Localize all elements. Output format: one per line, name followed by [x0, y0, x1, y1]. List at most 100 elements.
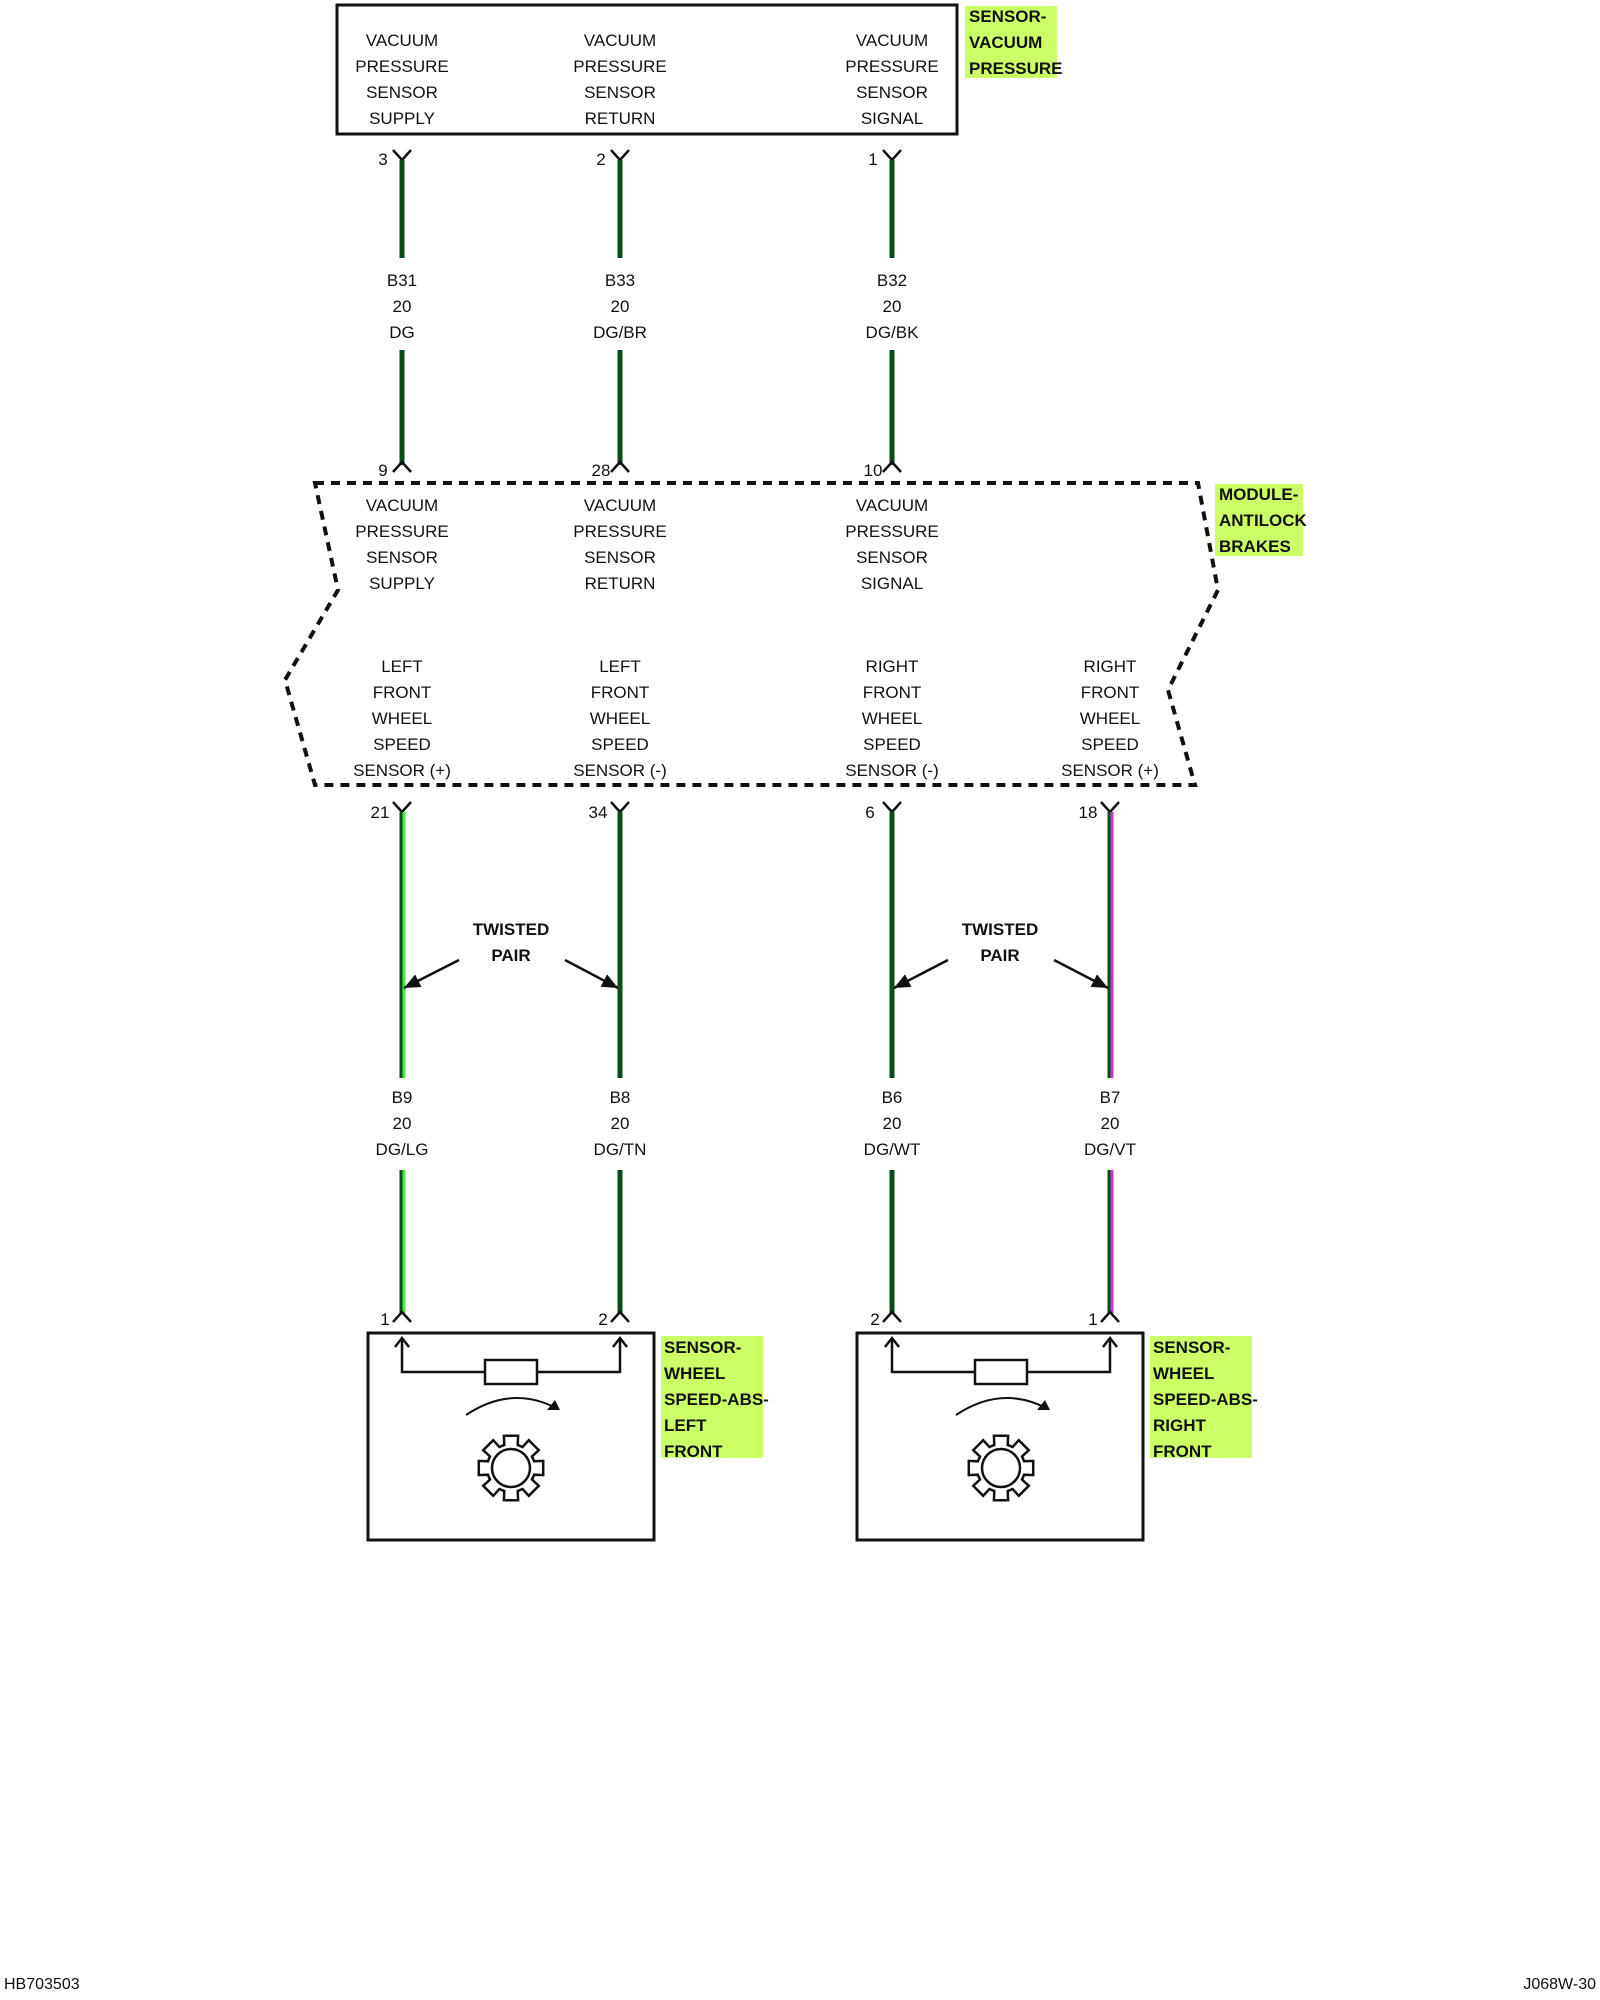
abs-module-connector-symbol: [610, 801, 630, 814]
vacuum-sensor-pin-function-label: SENSOR: [584, 83, 656, 102]
abs-module-name-label: ANTILOCK: [1219, 511, 1308, 530]
abs-module-pin-function-label: WHEEL: [590, 709, 650, 728]
abs-module-name-label: MODULE-: [1219, 485, 1298, 504]
gear-hub-icon: [980, 1447, 1022, 1489]
wheel-sensor-name-label: WHEEL: [1153, 1364, 1214, 1383]
wheel-sensor-pin-number: 2: [598, 1310, 607, 1329]
abs-module-pin-function-label: FRONT: [863, 683, 922, 702]
abs-module-pin-function-label: SENSOR: [584, 548, 656, 567]
vacuum-circuit-wire-label: B31: [387, 271, 417, 290]
vacuum-sensor-pin-number: 1: [868, 150, 877, 169]
abs-module-pin-function-label: RETURN: [585, 574, 656, 593]
vacuum-circuit-wire-label: DG/BR: [593, 323, 647, 342]
wheel-speed-circuit-wire-label: DG/VT: [1084, 1140, 1136, 1159]
abs-module-pin-number: 28: [592, 461, 611, 480]
abs-module-pin-function-label: SENSOR (-): [845, 761, 939, 780]
abs-module-pin-function-label: PRESSURE: [573, 522, 667, 541]
wheel-sensor-terminal-arrow: [394, 1335, 628, 1348]
wheel-speed-circuit-wire-label: 20: [883, 1114, 902, 1133]
wheel-sensor-name-label: SPEED-ABS-: [664, 1390, 769, 1409]
vacuum-sensor-pin-function-label: RETURN: [585, 109, 656, 128]
abs-module-pin-function-label: SPEED: [591, 735, 649, 754]
twisted-pair-arrowhead: [600, 974, 618, 988]
wheel-sensor-name-label: RIGHT: [1153, 1416, 1207, 1435]
wheel-sensor-name-label: FRONT: [664, 1442, 723, 1461]
wheel-sensor-label-bg: [1150, 1336, 1252, 1458]
resistor-symbol: [973, 1358, 1029, 1386]
resistor-symbol: [483, 1358, 539, 1386]
abs-module-pin-function-label: SUPPLY: [369, 574, 435, 593]
abs-module-pin-number: 21: [371, 803, 390, 822]
vacuum-sensor-pin-number: 3: [378, 150, 387, 169]
abs-module-pin-function-label: LEFT: [599, 657, 641, 676]
abs-module-pin-function-label: SPEED: [1081, 735, 1139, 754]
vacuum-sensor-pin-function-label: VACUUM: [856, 31, 928, 50]
wheel-speed-circuit-wire-label: B6: [882, 1088, 903, 1107]
abs-module-pin-function-label: SENSOR (+): [353, 761, 451, 780]
wheel-speed-circuit-wire-label: B9: [392, 1088, 413, 1107]
abs-module-pin-function-label: RIGHT: [866, 657, 919, 676]
vacuum-sensor-pin-function-label: VACUUM: [366, 31, 438, 50]
abs-module-pin-function-label: VACUUM: [584, 496, 656, 515]
wheel-sensor-connector-symbol: [610, 1310, 630, 1323]
abs-module-connector-symbol: [392, 801, 412, 814]
abs-module-connector-symbol: [882, 460, 902, 473]
vacuum-sensor-pin-number: 2: [596, 150, 605, 169]
wheel-sensor-box: [855, 1331, 1145, 1542]
vacuum-sensor-pin-function-label: SUPPLY: [369, 109, 435, 128]
abs-module-pin-function-label: VACUUM: [366, 496, 438, 515]
wheel-sensor-terminal-arrow: [884, 1335, 1118, 1348]
wheel-speed-circuit-wire-label: DG/LG: [376, 1140, 429, 1159]
wheel-sensor-name-label: SENSOR-: [1153, 1338, 1230, 1357]
abs-module-pin-number: 9: [378, 461, 387, 480]
vacuum-circuit-wire-label: 20: [611, 297, 630, 316]
twisted-pair-label: PAIR: [491, 946, 530, 965]
abs-module-pin-function-label: PRESSURE: [355, 522, 449, 541]
abs-module-outline: [282, 481, 1221, 787]
abs-module-pin-function-label: FRONT: [1081, 683, 1140, 702]
vacuum-sensor-pin-function-label: PRESSURE: [573, 57, 667, 76]
twisted-pair-arrowhead: [894, 974, 912, 988]
wheel-sensor-pin-number: 2: [870, 1310, 879, 1329]
vacuum-sensor-connector-symbol: [392, 149, 412, 162]
abs-module-pin-function-label: WHEEL: [1080, 709, 1140, 728]
wheel-speed-circuit-wire-label: 20: [611, 1114, 630, 1133]
abs-module-pin-function-label: SENSOR: [366, 548, 438, 567]
vacuum-circuit-wire-label: B32: [877, 271, 907, 290]
abs-module-pin-function-label: VACUUM: [856, 496, 928, 515]
abs-module-pin-number: 18: [1079, 803, 1098, 822]
vacuum-sensor-name-label: VACUUM: [969, 33, 1042, 52]
abs-module-pin-function-label: WHEEL: [862, 709, 922, 728]
rotation-arc: [465, 1397, 557, 1416]
wheel-sensor-pin-number: 1: [1088, 1310, 1097, 1329]
wheel-speed-circuit-wire-label: B7: [1100, 1088, 1121, 1107]
vacuum-sensor-pin-function-label: SENSOR: [366, 83, 438, 102]
vacuum-sensor-pin-function-label: VACUUM: [584, 31, 656, 50]
abs-module-pin-function-label: PRESSURE: [845, 522, 939, 541]
abs-module-connector-symbol: [1100, 801, 1120, 814]
wheel-sensor-label-bg: [661, 1336, 763, 1458]
abs-module-pin-function-label: SPEED: [863, 735, 921, 754]
gear-hub-icon: [490, 1447, 532, 1489]
vacuum-sensor-pin-function-label: PRESSURE: [355, 57, 449, 76]
footer-right-code: J068W-30: [1523, 1976, 1596, 1993]
twisted-pair-label: TWISTED: [473, 920, 550, 939]
vacuum-sensor-connector-symbol: [882, 149, 902, 162]
abs-module-connector-symbol: [610, 460, 630, 473]
vacuum-sensor-name-label: PRESSURE: [969, 59, 1063, 78]
vacuum-sensor-box: [335, 3, 959, 136]
footer-left-code: HB703503: [4, 1976, 80, 1993]
wheel-speed-circuit-wire-label: B8: [610, 1088, 631, 1107]
wheel-speed-circuit-wire-label: 20: [1101, 1114, 1120, 1133]
abs-module-pin-number: 10: [864, 461, 883, 480]
abs-module-pin-function-label: SPEED: [373, 735, 431, 754]
vacuum-sensor-pin-function-label: PRESSURE: [845, 57, 939, 76]
wheel-sensor-name-label: WHEEL: [664, 1364, 725, 1383]
vacuum-circuit-wire-label: DG/BK: [866, 323, 920, 342]
rotation-arc: [955, 1397, 1047, 1416]
abs-module-pin-number: 6: [865, 803, 874, 822]
abs-module-connector-symbol: [392, 460, 412, 473]
vacuum-sensor-pin-function-label: SIGNAL: [861, 109, 923, 128]
wheel-sensor-name-label: FRONT: [1153, 1442, 1212, 1461]
